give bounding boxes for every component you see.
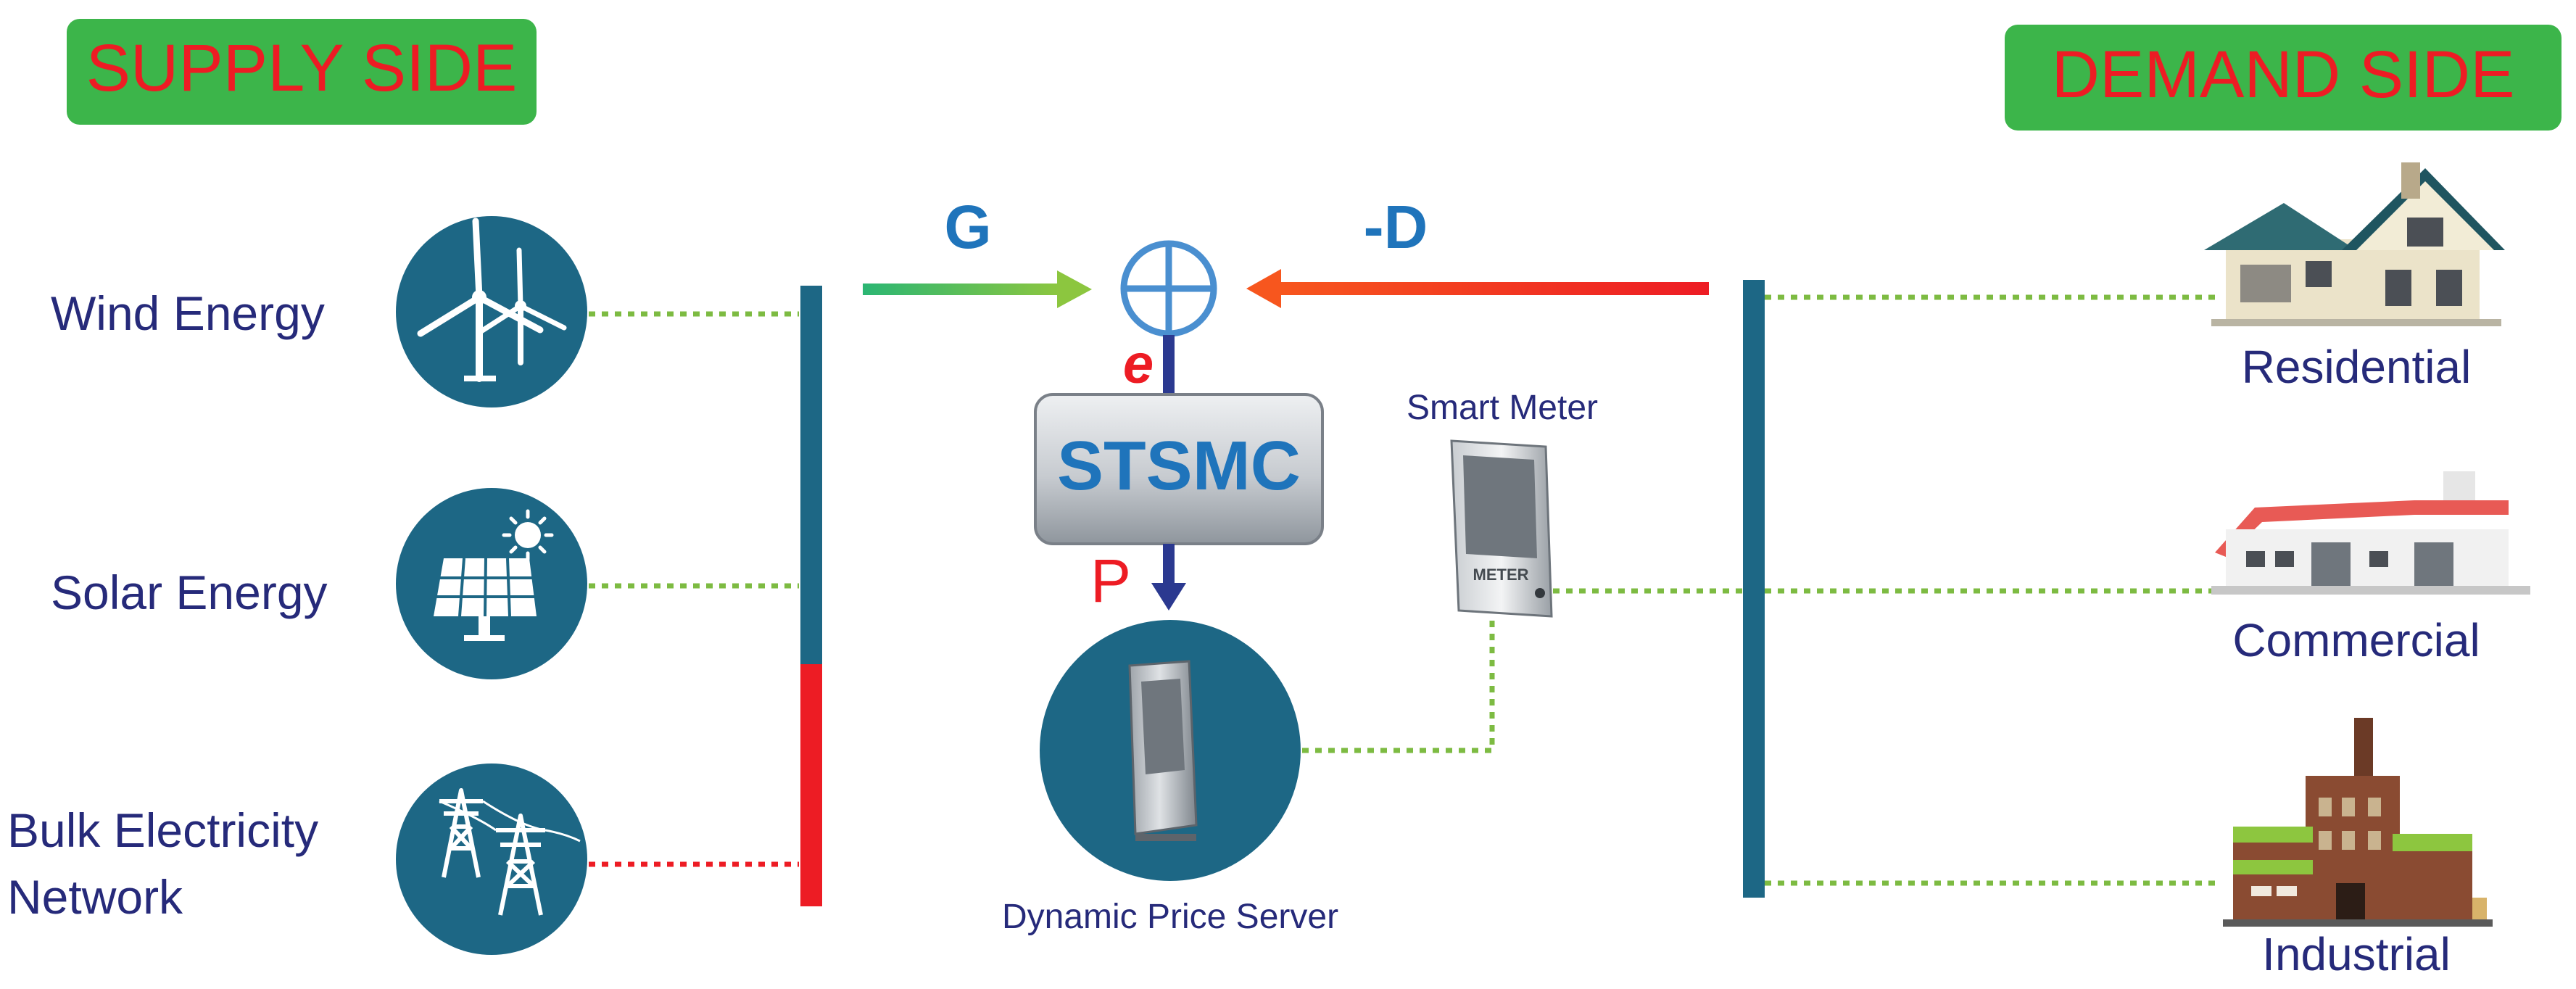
- supply-bus-bar: [800, 286, 822, 664]
- bulk-bus-bar: [800, 664, 822, 906]
- error-label: e: [1123, 334, 1154, 395]
- supply-side-title: SUPPLY SIDE: [86, 31, 518, 105]
- demand-side-title: DEMAND SIDE: [2052, 38, 2515, 112]
- smart-meter-icon: METER: [1450, 439, 1553, 618]
- house-icon: [2204, 162, 2505, 326]
- server-to-meter-link: [1302, 618, 1495, 753]
- price-server-label: Dynamic Price Server: [1002, 898, 1338, 936]
- demand-side-header: DEMAND SIDE: [2005, 25, 2561, 131]
- wind-energy-label: Wind Energy: [51, 286, 325, 340]
- transmission-tower-icon: [396, 764, 587, 955]
- meter-links: [1302, 588, 1743, 753]
- meter-text: METER: [1473, 566, 1529, 584]
- p-arrow: [1151, 544, 1186, 611]
- solar-panel-icon: [396, 488, 587, 679]
- g-arrow: [863, 270, 1092, 308]
- error-signal-line: [1163, 335, 1175, 394]
- d-arrow: [1246, 269, 1709, 308]
- demand-links: [1765, 294, 2220, 886]
- factory-icon: [2223, 718, 2493, 927]
- wind-turbine-icon: [396, 216, 587, 407]
- demand-bus-bar: [1743, 280, 1765, 898]
- smart-meter-label: Smart Meter: [1407, 389, 1598, 427]
- stsmc-block: STSMC: [1034, 393, 1324, 545]
- commercial-label: Commercial: [2232, 614, 2480, 666]
- stsmc-label: STSMC: [1057, 427, 1301, 505]
- bulk-electricity-label: Bulk Electricity: [7, 803, 318, 857]
- residential-label: Residential: [2242, 341, 2472, 393]
- dynamic-price-server-icon: [1040, 620, 1301, 881]
- summing-junction-icon: [1120, 240, 1217, 337]
- p-label: P: [1090, 547, 1131, 615]
- commercial-building-icon: [2211, 471, 2530, 595]
- network-label: Network: [7, 870, 183, 924]
- solar-energy-label: Solar Energy: [51, 566, 328, 619]
- g-label: G: [944, 193, 991, 261]
- supply-links: [589, 311, 799, 867]
- industrial-label: Industrial: [2262, 928, 2451, 980]
- d-label: -D: [1364, 193, 1428, 261]
- supply-side-header: SUPPLY SIDE: [67, 19, 537, 125]
